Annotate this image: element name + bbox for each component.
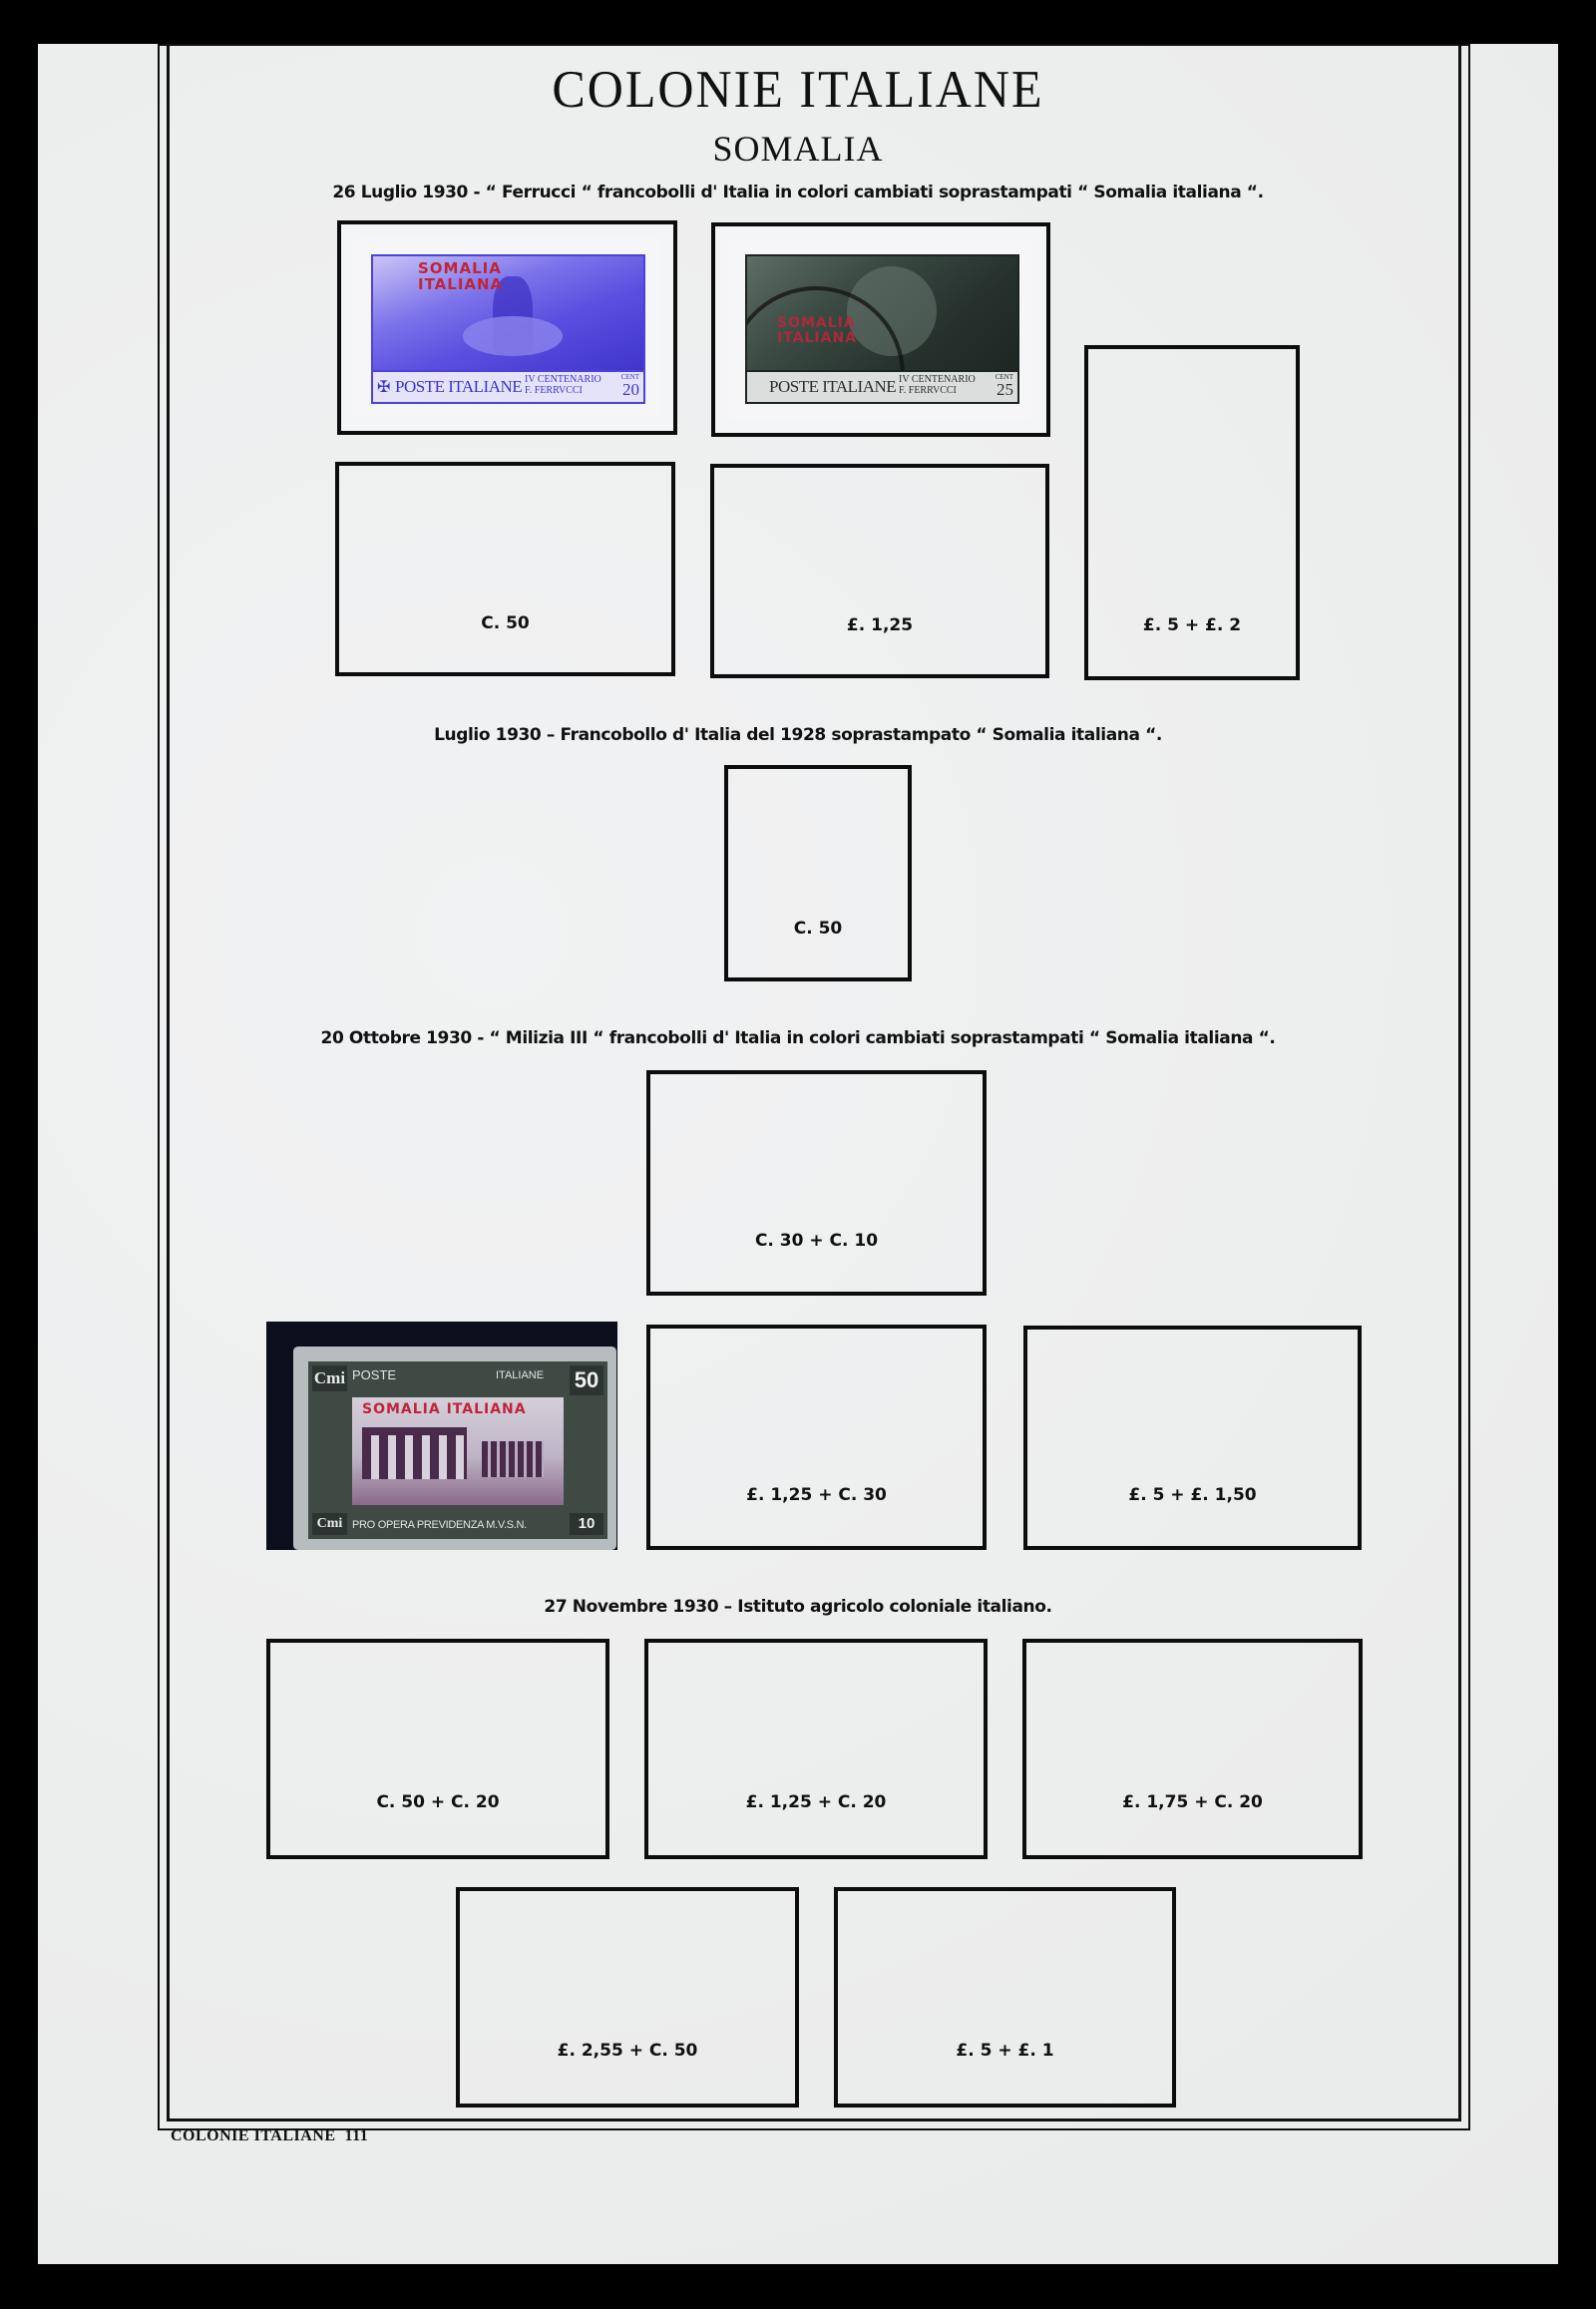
overprint-text: SOMALIA ITALIANA [777,315,858,346]
stamp-slot-value: £. 1,25 [846,615,914,635]
stamp-slot-value: £. 1,25 + C. 30 [746,1485,887,1505]
overprint-text: SOMALIA ITALIANA [418,259,504,293]
stamp-bottom-panel: ✠ POSTE ITALIANE IV CENTENARIO F. FERRVC… [373,370,643,402]
stamp-slot[interactable]: £. 5 + £. 1,50 [1023,1326,1362,1550]
stamp-bottom-panel: POSTE ITALIANE IV CENTENARIO F. FERRVCCI… [747,370,1017,402]
stamp-slot[interactable]: £. 1,25 + C. 20 [644,1639,988,1859]
crest-icon: ✠ [377,379,391,396]
stamp-slot[interactable]: C. 30 + C. 10 [646,1070,987,1296]
stamp-milizia-50: Cmi POSTE ITALIANE 50 SOMALIA ITALIANA C… [308,1361,607,1539]
stamp-slot-value: £. 5 + £. 2 [1142,615,1242,635]
stamp-slot-value: £. 5 + £. 1,50 [1128,1485,1257,1505]
stamp-slot-value: C. 50 [793,919,843,939]
stamp-slot-value: £. 2,55 + C. 50 [557,2041,698,2061]
overprint-text: SOMALIA ITALIANA [362,1401,527,1417]
section-caption-istituto: 27 Novembre 1930 – Istituto agricolo col… [544,1597,1052,1617]
stamp-slot[interactable]: £. 1,75 + C. 20 [1022,1639,1363,1859]
stamp-slot[interactable]: £. 5 + £. 2 [1084,345,1300,680]
stamp-slot-value: £. 1,75 + C. 20 [1122,1792,1263,1812]
stamp-slot-value: C. 50 [481,613,530,633]
page-subtitle: SOMALIA [712,129,884,169]
page-title: COLONIE ITALIANE [552,59,1044,119]
stamp-slot[interactable]: C. 50 [724,765,912,981]
stamp-ferrucci-25: SOMALIA ITALIANA POSTE ITALIANE IV CENTE… [745,254,1019,404]
section-caption-ferrucci: 26 Luglio 1930 - “ Ferrucci “ francoboll… [332,183,1264,202]
page-footer: COLONIE ITALIANE 111 [171,2127,369,2144]
section-caption-milizia: 20 Ottobre 1930 - “ Milizia III “ franco… [320,1028,1276,1048]
stamp-mount-ferrucci-25[interactable]: SOMALIA ITALIANA POSTE ITALIANE IV CENTE… [711,222,1050,437]
stamp-mount-ferrucci-20[interactable]: SOMALIA ITALIANA ✠ POSTE ITALIANE IV CEN… [337,220,677,435]
aqueduct-vignette: SOMALIA ITALIANA [352,1397,564,1505]
section-caption-1928: Luglio 1930 – Francobollo d' Italia del … [434,725,1162,745]
horse-figure [463,316,563,356]
stamp-slot[interactable]: C. 50 [335,462,675,676]
aqueduct-arches [362,1427,467,1479]
stamp-slot[interactable]: £. 1,25 + C. 30 [646,1325,987,1550]
stamp-slot-value: C. 30 + C. 10 [754,1231,879,1251]
stamp-slot[interactable]: £. 1,25 [710,464,1049,678]
page-frame-inner [167,44,1461,2121]
stamp-mount-milizia-50[interactable]: Cmi POSTE ITALIANE 50 SOMALIA ITALIANA C… [266,1322,617,1550]
stamp-slot[interactable]: £. 5 + £. 1 [834,1887,1176,2108]
stamp-ferrucci-20: SOMALIA ITALIANA ✠ POSTE ITALIANE IV CEN… [371,254,645,404]
stamp-slot[interactable]: £. 2,55 + C. 50 [456,1887,799,2108]
stamp-slot-value: £. 1,25 + C. 20 [745,1792,887,1812]
stamp-slot-value: £. 5 + £. 1 [956,2041,1054,2061]
page-frame-outer [158,44,1470,2130]
stamp-slot[interactable]: C. 50 + C. 20 [266,1639,609,1859]
stamp-slot-value: C. 50 + C. 20 [376,1792,500,1812]
